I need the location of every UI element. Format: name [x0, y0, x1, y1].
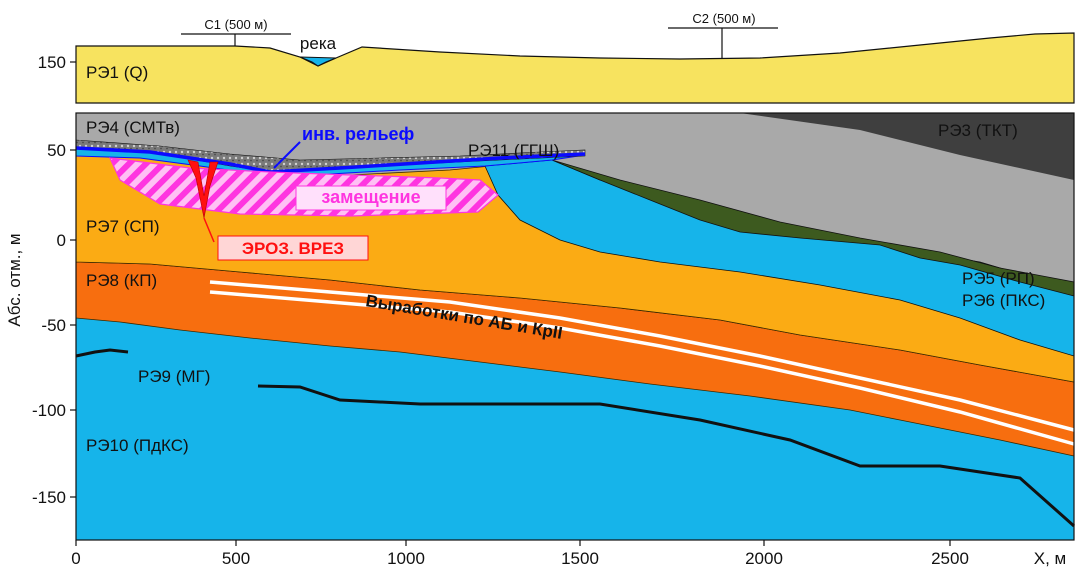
erosion-cut	[187, 159, 219, 219]
inv-relief-callout: инв. рельеф	[273, 124, 415, 169]
y-tick-0: 0	[57, 231, 66, 250]
boundary-curve-2	[257, 384, 1075, 528]
layer-label-re4: РЭ4 (СМТв)	[86, 118, 180, 137]
river-water	[299, 56, 337, 67]
section-frame	[75, 112, 1075, 541]
well-c2: С2 (500 м)	[668, 11, 778, 58]
profile-yellow-layer	[75, 32, 1075, 104]
river-label: река	[300, 34, 337, 53]
annotation-replacement: замещение	[321, 187, 420, 207]
well-c2-label: С2 (500 м)	[692, 11, 755, 26]
x-tick-2500: 2500	[931, 549, 969, 568]
y-axis-label: Абс. отм., м	[5, 233, 24, 326]
layer-re3	[740, 113, 1074, 180]
layer-label-re11: РЭ11 (ГГШ)	[468, 141, 559, 160]
replacement-callout: замещение	[295, 185, 447, 211]
layer-label-re3: РЭ3 (ТКТ)	[938, 121, 1018, 140]
layer-label-re9: РЭ9 (МГ)	[138, 367, 210, 386]
surface-profile: 150 С1 (500 м) река С2 (500 м) РЭ1 (Q)	[38, 11, 1075, 104]
layer-label-re6: РЭ6 (ПКС)	[962, 291, 1045, 310]
x-tick-1500: 1500	[561, 549, 599, 568]
profile-y-tick-150: 150	[38, 53, 66, 72]
x-tick-2000: 2000	[745, 549, 783, 568]
layer-label-re5: РЭ5 (РП)	[962, 269, 1035, 288]
boundary-curve-1	[75, 348, 129, 358]
y-tick-minus100: -100	[32, 401, 66, 420]
annotation-inv-relief: инв. рельеф	[302, 124, 415, 144]
layer-label-re1: РЭ1 (Q)	[86, 63, 148, 82]
x-tick-1000: 1000	[387, 549, 425, 568]
y-tick-50: 50	[47, 141, 66, 160]
annotation-erosion-cut: ЭРОЗ. ВРЕЗ	[242, 239, 344, 258]
layer-label-re10: РЭ10 (ПдКС)	[86, 436, 189, 455]
inv-relief-line	[75, 146, 586, 174]
layer-label-re7: РЭ7 (СП)	[86, 217, 160, 236]
workings-band	[209, 280, 1075, 446]
x-tick-500: 500	[222, 549, 250, 568]
layer-re5	[551, 159, 1075, 297]
well-c1: С1 (500 м)	[181, 17, 291, 46]
layer-label-re8: РЭ8 (КП)	[86, 271, 157, 290]
x-axis: 0 500 1000 1500 2000 2500 X, м	[71, 540, 1066, 568]
section-panel: 50 0 -50 -100 -150 Абс. отм., м 0 500 10…	[5, 112, 1075, 568]
x-axis-label: X, м	[1034, 549, 1066, 568]
y-axis: 50 0 -50 -100 -150 Абс. отм., м	[5, 141, 76, 507]
y-tick-minus150: -150	[32, 488, 66, 507]
erosion-callout: ЭРОЗ. ВРЕЗ	[203, 217, 369, 261]
well-c1-label: С1 (500 м)	[204, 17, 267, 32]
y-tick-minus50: -50	[41, 316, 66, 335]
x-tick-0: 0	[71, 549, 80, 568]
